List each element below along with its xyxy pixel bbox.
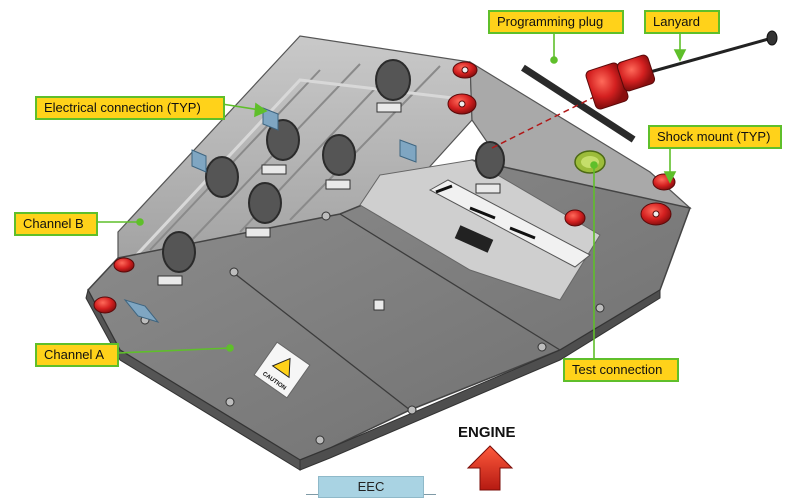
electrical-connection-callout: Electrical connection (TYP): [35, 96, 225, 120]
engine-direction-arrow: [466, 445, 514, 491]
lanyard-callout: Lanyard: [644, 10, 720, 34]
programming-plug-callout: Programming plug: [488, 10, 624, 34]
engine-label: ENGINE: [458, 424, 516, 441]
lanyard-end: [766, 30, 778, 46]
shock-mounts: [93, 61, 676, 314]
channel-a-callout: Channel A: [35, 343, 119, 367]
leader-lines: [96, 30, 687, 360]
test-connection-callout: Test connection: [563, 358, 679, 382]
caution-sticker: CAUTION: [253, 341, 311, 399]
electrical-connection-brackets: [123, 107, 417, 323]
bottom-plate: [85, 159, 691, 471]
shock-mount-callout: Shock mount (TYP): [648, 125, 782, 149]
eec-caption: EEC: [318, 476, 424, 498]
lanyard-cable: [649, 36, 773, 74]
programming-plug: [491, 30, 778, 149]
channel-b-callout: Channel B: [14, 212, 98, 236]
connector-ports: [162, 59, 505, 273]
